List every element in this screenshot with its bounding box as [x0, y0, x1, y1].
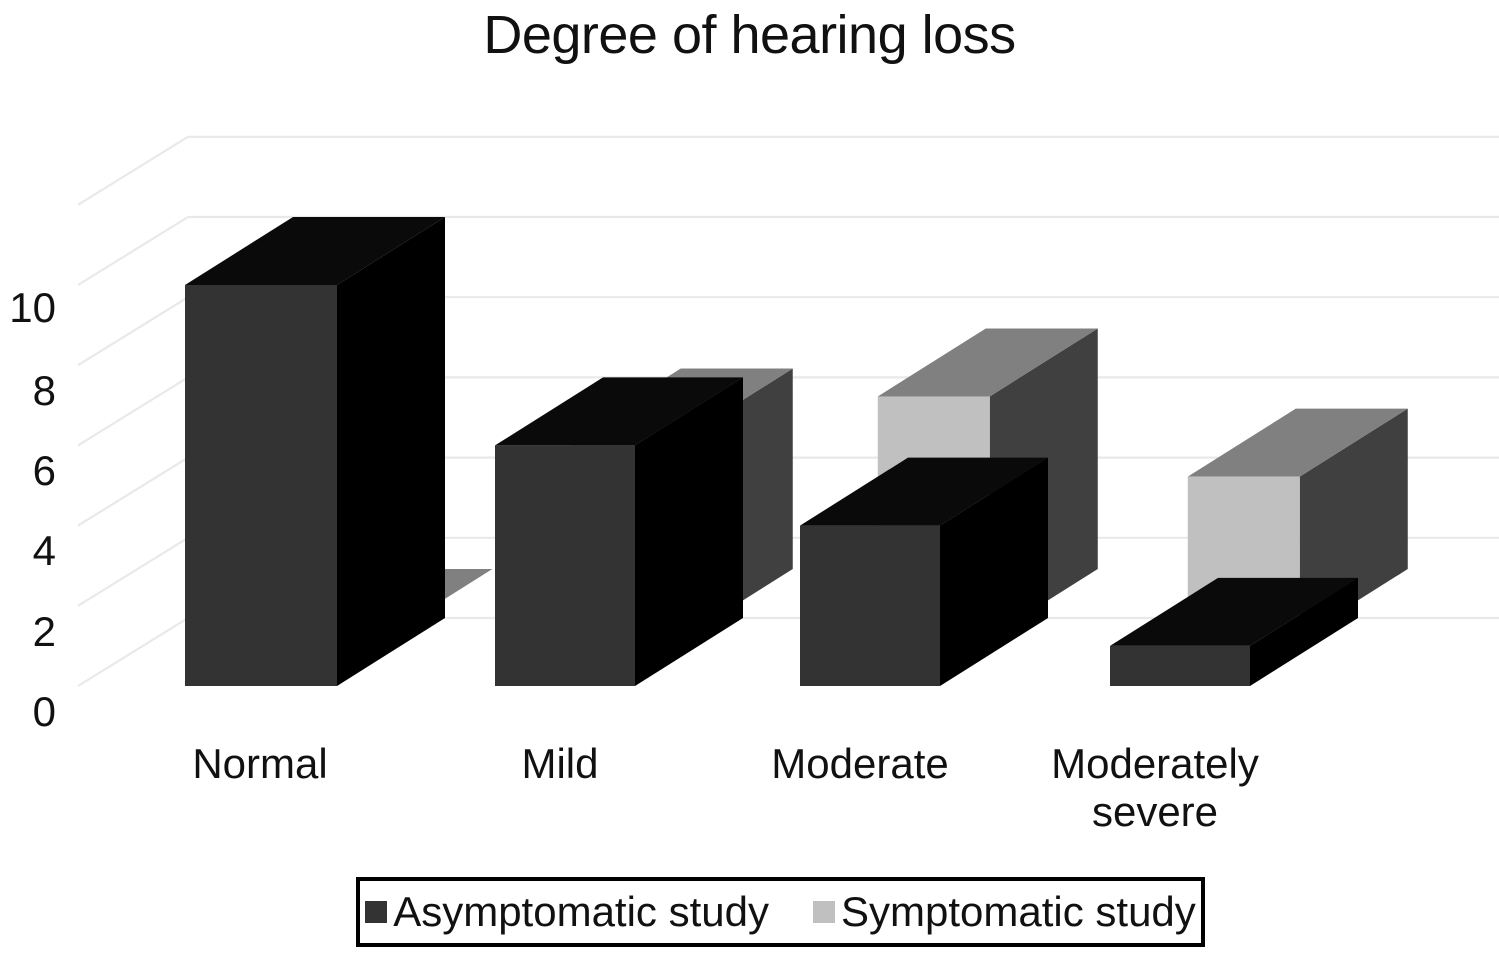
legend: Asymptomatic study Symptomatic study [356, 877, 1205, 947]
bar-asymptomatic-moderate [800, 457, 1048, 686]
x-tick-moderately-severe: Moderately severe [1051, 740, 1259, 835]
x-tick-normal: Normal [192, 740, 328, 787]
legend-label-asymptomatic: Asymptomatic study [393, 888, 769, 935]
x-tick-mild: Mild [521, 740, 599, 787]
y-tick-2: 2 [32, 608, 56, 655]
bar-asymptomatic-moderately-severe [1110, 577, 1358, 686]
bar-asymptomatic-mild [495, 377, 743, 686]
legend-swatch-icon-symptomatic [813, 901, 835, 923]
y-tick-4: 4 [32, 527, 56, 574]
page-title: Degree of hearing loss [483, 5, 1016, 65]
y-tick-10: 10 [9, 284, 56, 331]
bar-asymptomatic-normal [185, 217, 445, 686]
legend-entry-asymptomatic[interactable]: Asymptomatic study [365, 890, 769, 934]
y-tick-6: 6 [32, 447, 56, 494]
legend-label-symptomatic: Symptomatic study [841, 888, 1196, 935]
y-tick-0: 0 [32, 688, 56, 735]
x-tick-moderate: Moderate [771, 740, 949, 787]
legend-entry-symptomatic[interactable]: Symptomatic study [813, 890, 1196, 934]
y-tick-8: 8 [32, 367, 56, 414]
legend-swatch-icon-asymptomatic [365, 901, 388, 923]
